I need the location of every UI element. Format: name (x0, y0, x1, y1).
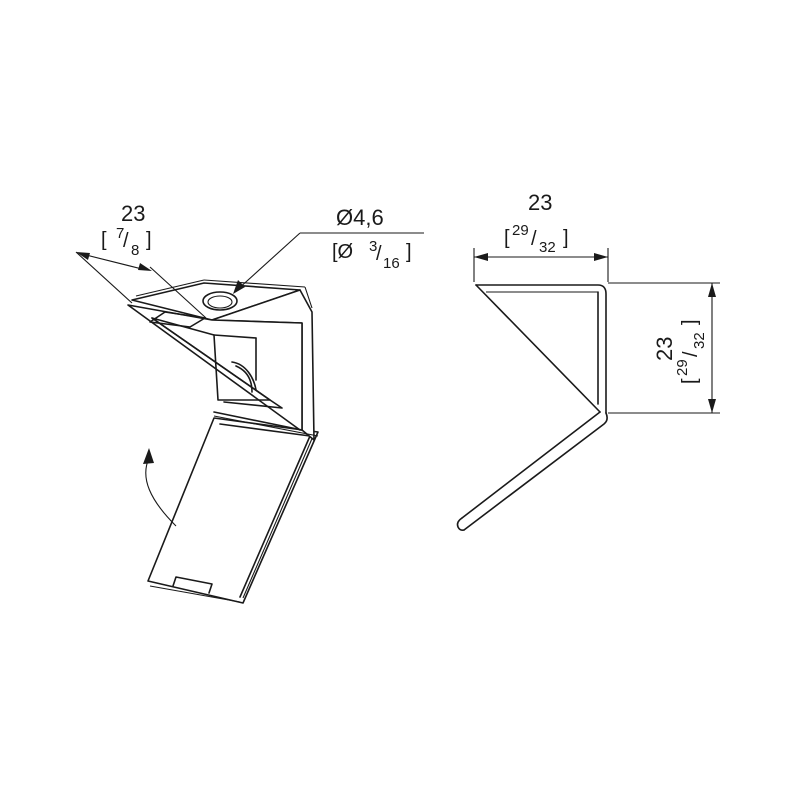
lower-flap (147, 417, 319, 604)
fraction-numerator: 3 (369, 238, 377, 255)
fraction-denominator: 8 (131, 242, 139, 259)
dimension-width-right: 23 [ 29 / 32 ] (473, 190, 609, 282)
bracket-body (127, 279, 319, 441)
bracket-close: ] (406, 241, 412, 263)
fraction-numerator: 7 (116, 225, 124, 242)
sheet-profile (456, 284, 608, 531)
bracket-close: ] (679, 319, 701, 325)
bracket-open: [Ø (332, 241, 353, 263)
hole-dimension-value: Ø4,6 (336, 205, 384, 230)
bracket-open: [ (101, 229, 107, 251)
bracket-close: ] (563, 227, 569, 249)
fraction-slash: / (376, 243, 382, 265)
dimension-value: 23 (652, 337, 677, 361)
fraction-slash: / (531, 228, 537, 250)
fraction-slash: / (123, 230, 129, 252)
isometric-bracket-view: 23 [ 7 / 8 ] Ø4,6 [Ø 3 / 16 ] (75, 201, 424, 604)
dimension-height-right: 23 [ 29 / 32 ] (608, 282, 720, 414)
fraction-denominator: 32 (691, 332, 708, 349)
fraction-slash: / (680, 351, 702, 357)
dimension-value: 23 (528, 190, 552, 215)
rotation-arrow (143, 448, 177, 527)
bracket-open: [ (679, 378, 701, 384)
dimension-value: 23 (121, 201, 145, 226)
side-profile-view: 23 [ 29 / 32 ] 23 [ 29 / 32 ] (456, 190, 720, 531)
dimension-hole-diameter: Ø4,6 [Ø 3 / 16 ] (233, 205, 424, 294)
fraction-denominator: 32 (539, 239, 556, 256)
fraction-denominator: 16 (383, 255, 400, 272)
fraction-numerator: 29 (512, 222, 529, 239)
bracket-close: ] (146, 229, 152, 251)
dimension-width-left: 23 [ 7 / 8 ] (75, 201, 207, 319)
fraction-numerator: 29 (674, 359, 691, 376)
bracket-open: [ (504, 227, 510, 249)
